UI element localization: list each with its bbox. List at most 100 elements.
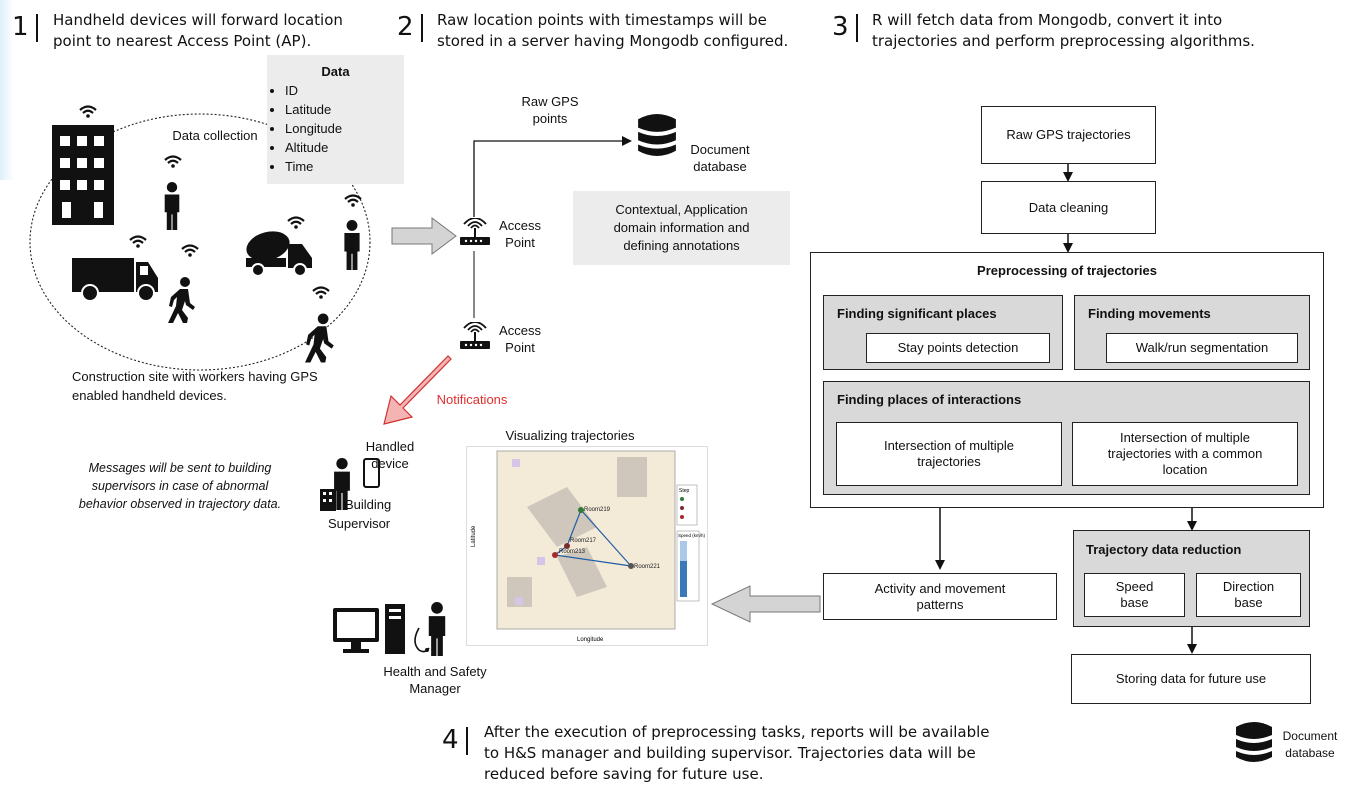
hs-manager-line2: Manager (409, 681, 461, 696)
site-caption-line1: Construction site with workers having GP… (72, 369, 318, 384)
map-point-3 (552, 552, 558, 558)
notifications-label: Notifications (436, 392, 508, 407)
step-4-line2: to H&S manager and building supervisor. … (484, 744, 976, 762)
raw-gps-label: Raw GPS points (510, 93, 590, 127)
map-point-4 (628, 563, 634, 569)
context-line2: domain information and (613, 220, 750, 235)
preprocessing-title: Preprocessing of trajectories (977, 263, 1157, 278)
walk-run-box: Walk/run segmentation (1106, 333, 1298, 363)
forward-arrow (391, 217, 457, 255)
step-1-number: 1 (12, 12, 29, 42)
step-3-line2: trajectories and perform preprocessing a… (872, 32, 1255, 50)
doc-db-top-line2: database (693, 159, 747, 174)
step-2-line2: stored in a server having Mongodb config… (437, 32, 789, 50)
construction-site-boundary (29, 113, 371, 371)
walk-run-text: Walk/run segmentation (1135, 340, 1269, 355)
raw-gps-arrow (473, 136, 632, 217)
building-icon (52, 105, 114, 225)
map-point-label-1: Room219 (584, 507, 611, 513)
context-info-box: Contextual, Application domain informati… (573, 191, 790, 265)
messages-note-line3: behavior observed in trajectory data. (78, 497, 282, 511)
access-point-2-label: Access Point (492, 322, 548, 356)
context-line1: Contextual, Application (615, 202, 748, 217)
step-3-divider (856, 14, 858, 42)
cement-mixer-icon (246, 216, 312, 277)
site-caption: Construction site with workers having GP… (72, 367, 318, 405)
data-cleaning-text: Data cleaning (1028, 199, 1109, 215)
map-point-label-4: Room221 (634, 564, 661, 570)
messages-note-line2: supervisors in case of abnormal (91, 479, 269, 493)
data-cleaning-box: Data cleaning (981, 181, 1156, 234)
step-2-number: 2 (397, 12, 414, 42)
activity-patterns-text: Activity and movement patterns (874, 580, 1006, 612)
data-reduction-title: Trajectory data reduction (1086, 542, 1242, 557)
data-collection-label: Data collection (172, 128, 258, 143)
building-supervisor-icon (320, 458, 380, 511)
data-fields-panel: Data IDLatitudeLongitudeAltitudeTime (267, 55, 404, 184)
worker-icon-3 (343, 194, 363, 270)
data-panel-title: Data (321, 64, 350, 79)
map-step-legend-title: Step (679, 488, 690, 494)
speed-base-box: Speed base (1084, 573, 1185, 617)
map-point-label-3: Room213 (559, 549, 586, 555)
step-4-line1: After the execution of preprocessing tas… (484, 723, 990, 741)
map-y-axis-label: Latitude (471, 525, 477, 547)
step-3-text: R will fetch data from Mongodb, convert … (872, 10, 1255, 52)
ap2-line2: Point (505, 340, 535, 355)
stay-points-box: Stay points detection (866, 333, 1050, 363)
map-point-1 (578, 507, 584, 513)
data-field-list: IDLatitudeLongitudeAltitudeTime (267, 81, 404, 176)
map-point-2 (564, 543, 570, 549)
intersection-multiple-box: Intersection of multiple trajectories (836, 422, 1062, 486)
hs-manager-line1: Health and Safety (383, 664, 487, 679)
intersection-common-box: Intersection of multiple trajectories wi… (1072, 422, 1298, 486)
visualizing-title: Visualizing trajectories (505, 428, 635, 443)
report-arrow (710, 585, 821, 623)
stay-points-text: Stay points detection (897, 340, 1019, 355)
health-safety-manager-icon (333, 602, 446, 656)
worker-icon-2 (168, 244, 200, 323)
handled-device-line2: device (371, 456, 409, 471)
ap2-line1: Access (499, 323, 541, 338)
building-supervisor-line1: Building (345, 497, 392, 512)
step-4-line3: reduced before saving for future use. (484, 765, 764, 783)
doc-db-top-line1: Document (690, 142, 750, 157)
direction-base-text: Direction base (1222, 579, 1275, 610)
significant-places-title: Finding significant places (837, 306, 997, 321)
data-field-item: ID (285, 81, 404, 100)
site-caption-line2: enabled handheld devices. (72, 388, 227, 403)
step-2-text: Raw location points with timestamps will… (437, 10, 788, 52)
document-database-label-bottom: Document database (1270, 728, 1350, 762)
data-field-item: Altitude (285, 138, 404, 157)
data-field-item: Longitude (285, 119, 404, 138)
step-4-number: 4 (442, 725, 459, 755)
movements-title: Finding movements (1088, 306, 1211, 321)
ap1-line2: Point (505, 235, 535, 250)
step-3-line1: R will fetch data from Mongodb, convert … (872, 11, 1223, 29)
trajectory-map-svg: Room219 Room217 Room213 Room221 Step Spe… (471, 450, 706, 643)
intersection-common-text: Intersection of multiple trajectories wi… (1107, 430, 1263, 477)
map-point-label-2: Room217 (570, 538, 597, 544)
context-line3: defining annotations (623, 238, 740, 253)
document-database-icon-bottom (1236, 722, 1272, 762)
worker-icon-4 (305, 286, 334, 363)
doc-db-bottom-line2: database (1285, 746, 1335, 760)
raw-gps-line1: Raw GPS (521, 94, 579, 109)
access-point-1-icon (459, 218, 491, 246)
dump-truck-icon (72, 235, 158, 302)
data-field-item: Time (285, 157, 404, 176)
step-1-line2: point to nearest Access Point (AP). (53, 32, 312, 50)
step-2-line1: Raw location points with timestamps will… (437, 11, 767, 29)
speed-base-text: Speed base (1115, 579, 1154, 610)
notification-arrow (383, 355, 452, 425)
access-point-2-icon (459, 322, 491, 350)
access-point-1-label: Access Point (492, 217, 548, 251)
raw-gps-line2: points (532, 111, 568, 126)
health-safety-manager-label: Health and Safety Manager (370, 663, 500, 697)
activity-patterns-box: Activity and movement patterns (823, 573, 1057, 620)
ap1-line1: Access (499, 218, 541, 233)
raw-gps-trajectories-text: Raw GPS trajectories (1006, 127, 1131, 142)
step-3-number: 3 (832, 12, 849, 42)
interactions-title: Finding places of interactions (837, 392, 1022, 407)
